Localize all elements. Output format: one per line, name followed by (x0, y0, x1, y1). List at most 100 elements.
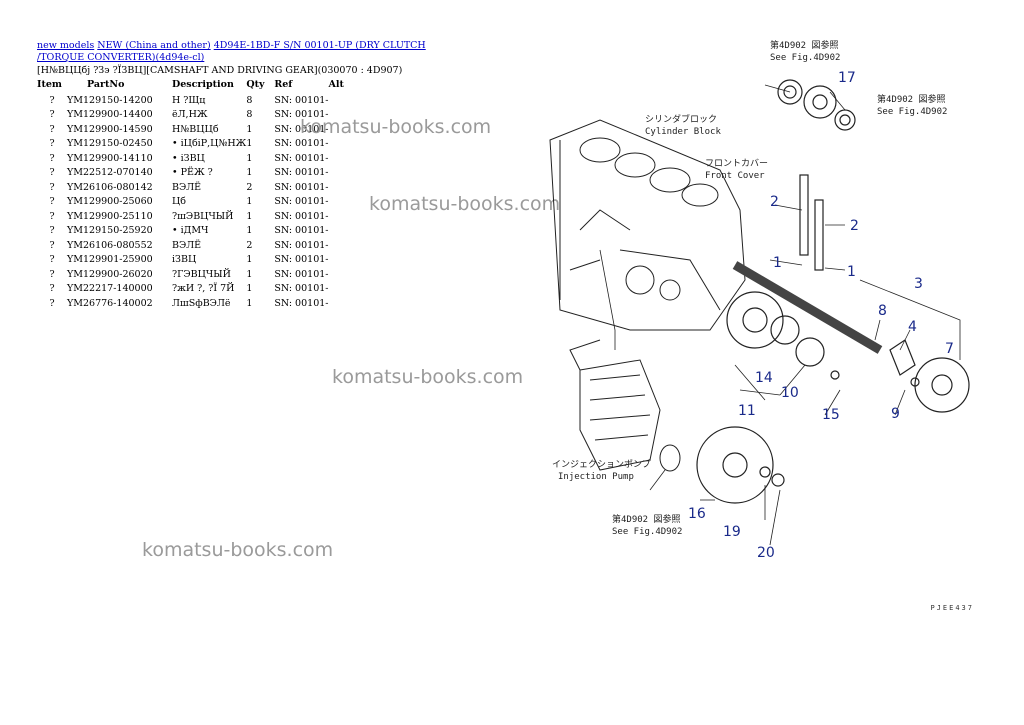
injection-pump-drawing (569, 339, 681, 472)
alt-cell (329, 267, 349, 282)
description-cell: Н№ВЦЦб (172, 123, 219, 135)
note-injection-en: Injection Pump (558, 472, 634, 482)
partno-cell: YM22217-140000 (67, 283, 153, 295)
callout-2a: 2 (770, 194, 779, 210)
breadcrumb: new models NEW (China and other) 4D94E-1… (37, 40, 437, 64)
callout-1b: 1 (847, 264, 856, 280)
note-top-jp: 第4D902 図参照 (770, 39, 839, 51)
alt-cell (329, 151, 349, 166)
alt-cell (329, 224, 349, 239)
description-cell: • іЗВЦ (172, 152, 205, 164)
ref-cell: SN: 00101- (274, 297, 329, 309)
partno-cell: YM26776-140002 (67, 297, 153, 309)
item-cell: ? (49, 297, 55, 309)
breadcrumb-link-new-models[interactable]: new models (37, 40, 95, 51)
item-cell: ? (49, 254, 55, 266)
item-cell: ? (49, 225, 55, 237)
table-row: ? YM129900-25060 Цб 1 SN: 00101- (37, 195, 349, 210)
callout-2b: 2 (850, 218, 859, 234)
partno-cell: YM129900-26020 (67, 268, 153, 280)
callout-3: 3 (914, 276, 923, 292)
ref-cell: SN: 00101- (274, 123, 329, 135)
qty-cell: 1 (246, 138, 253, 150)
item-cell: ? (49, 152, 55, 164)
callout-8: 8 (878, 303, 887, 319)
note-right-jp: 第4D902 図参照 (877, 93, 946, 105)
callout-20: 20 (757, 545, 775, 561)
watermark: komatsu-books.com (332, 366, 524, 388)
qty-cell: 1 (246, 283, 253, 295)
qty-cell: 8 (246, 94, 253, 106)
item-cell: ? (49, 138, 55, 150)
note-injection-jp: インジェクションポンプ (552, 459, 651, 470)
note-top-en: See Fig.4D902 (770, 53, 840, 63)
partno-cell: YM129900-14590 (67, 123, 153, 135)
callout-14: 14 (755, 370, 773, 386)
callout-17: 17 (838, 70, 856, 86)
description-cell: Н ?Щц (172, 94, 206, 106)
partno-cell: YM129900-25060 (67, 196, 153, 208)
qty-cell: 1 (246, 152, 253, 164)
cylinder-block-drawing (549, 119, 746, 331)
alt-cell (329, 180, 349, 195)
breadcrumb-link-model[interactable]: 4D94E-1BD-F S/N 00101-UP (DRY CLUTCH /TO… (37, 40, 426, 63)
camshaft-exploded-diagram: 第4D902 図参照 See Fig.4D902 第4D902 図参照 See … (549, 39, 970, 561)
description-cell: • іЦбіР,Ц№НЖ (172, 138, 247, 150)
item-cell: ? (49, 239, 55, 251)
ref-cell: SN: 00101- (274, 181, 329, 193)
note-cylinder-en: Cylinder Block (645, 127, 721, 137)
item-cell: ? (49, 167, 55, 179)
description-cell: ЛшЅфВЭЛё (172, 297, 231, 309)
ref-cell: SN: 00101- (274, 94, 329, 106)
item-cell: ? (49, 196, 55, 208)
callout-19: 19 (723, 524, 741, 540)
ref-cell: SN: 00101- (274, 254, 329, 266)
ref-cell: SN: 00101- (274, 138, 329, 150)
description-cell: ВЭЛЁ (172, 239, 202, 251)
ref-cell: SN: 00101- (274, 109, 329, 121)
qty-cell: 1 (246, 196, 253, 208)
alt-cell (329, 253, 349, 268)
partno-cell: YM129150-14200 (67, 94, 153, 106)
table-header-row: Item PartNo Description Qty Ref Alt (37, 78, 349, 93)
table-row: ? YM26106-080552 ВЭЛЁ 2 SN: 00101- (37, 238, 349, 253)
watermark: komatsu-books.com (142, 539, 334, 561)
qty-cell: 2 (246, 181, 253, 193)
header-ref: Ref (274, 79, 293, 90)
note-front-jp: フロントカバー (705, 158, 768, 169)
description-cell: ?ГЭВЦЧЫЙ (172, 268, 231, 280)
note-bottom-jp: 第4D902 図参照 (612, 513, 681, 525)
note-right-en: See Fig.4D902 (877, 107, 947, 117)
partno-cell: YM26106-080142 (67, 181, 153, 193)
ref-cell: SN: 00101- (274, 268, 329, 280)
alt-cell (329, 195, 349, 210)
callout-10: 10 (781, 385, 799, 401)
callout-16: 16 (688, 506, 706, 522)
breadcrumb-link-region[interactable]: NEW (China and other) (97, 40, 211, 51)
partno-cell: YM26106-080552 (67, 239, 153, 251)
alt-cell (329, 238, 349, 253)
header-qty: Qty (246, 79, 265, 90)
qty-cell: 2 (246, 239, 253, 251)
header-description: Description (172, 79, 234, 90)
qty-cell: 1 (246, 123, 253, 135)
ref-cell: SN: 00101- (274, 196, 329, 208)
ref-cell: SN: 00101- (274, 239, 329, 251)
alt-cell (329, 209, 349, 224)
ref-cell: SN: 00101- (274, 225, 329, 237)
table-row: ? YM129900-26020 ?ГЭВЦЧЫЙ 1 SN: 00101- (37, 267, 349, 282)
item-cell: ? (49, 268, 55, 280)
description-cell: Цб (172, 196, 187, 208)
description-cell: ВЭЛЁ (172, 181, 202, 193)
section-title: [H№ВЦЦбј ?Зэ ?ЇЗВЦ][CAMSHAFT AND DRIVING… (37, 65, 403, 76)
ref-cell: SN: 00101- (274, 167, 329, 179)
qty-cell: 1 (246, 268, 253, 280)
description-cell: ёЛ,НЖ (172, 109, 208, 121)
